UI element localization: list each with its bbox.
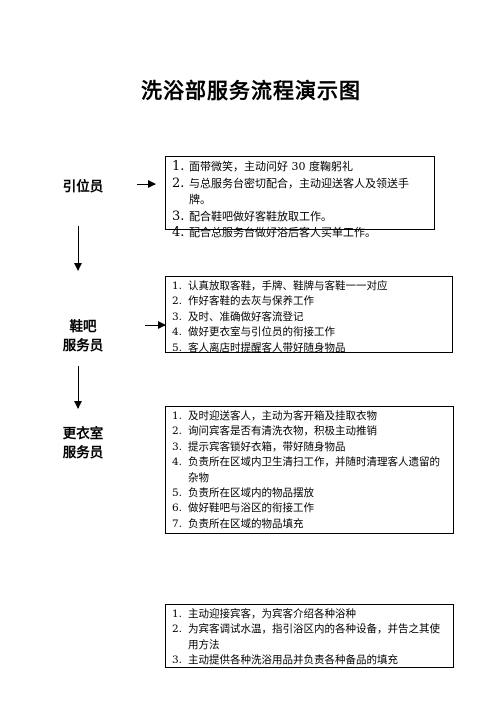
- role-label-line: 服务员: [62, 338, 104, 354]
- duty-item-text: 做好鞋吧与浴区的衔接工作: [188, 502, 314, 515]
- duty-list: 1. 认真放取客鞋，手牌、鞋牌与客鞋一一对应 2. 作好客鞋的去灰与保养工作 3. 及…: [172, 279, 446, 356]
- duty-item-number: 1.: [172, 410, 183, 422]
- duty-item: 5. 负责所在区域内的物品摆放: [172, 486, 447, 501]
- duty-item-number: 5.: [172, 341, 183, 354]
- duty-item: 5. 客人离店时提醒客人带好随身物品: [172, 341, 446, 356]
- duty-item-number: 1.: [172, 159, 185, 174]
- duty-box-lockerroom: 1. 及时迎送客人，主动为客开箱及挂取衣物 2. 询问宾客是否有清洗衣物，积极主动推…: [165, 406, 454, 534]
- duty-item-text: 负责所在区域内的物品摆放: [188, 487, 314, 500]
- duty-item-text: 负责所在区域内卫生清扫工作，并随时清理客人遗留的杂物: [188, 456, 440, 484]
- duty-item: 1. 认真放取客鞋，手牌、鞋牌与客鞋一一对应: [172, 279, 446, 294]
- duty-item: 3. 提示宾客锁好衣箱，带好随身物品: [172, 440, 447, 455]
- duty-list: 1. 及时迎送客人，主动为客开箱及挂取衣物 2. 询问宾客是否有清洗衣物，积极主动推…: [172, 409, 447, 532]
- duty-item-text: 做好更衣室与引位员的衔接工作: [188, 326, 335, 339]
- duty-item: 3. 及时、准确做好客流登记: [172, 310, 446, 325]
- duty-item-text: 配合鞋吧做好客鞋放取工作。: [189, 209, 332, 223]
- duty-item: 2. 为宾客调试水温，指引浴区内的各种设备，并告之其使用方法: [172, 622, 447, 653]
- duty-item-text: 询问宾客是否有清洗衣物，积极主动推销: [188, 425, 377, 438]
- arrow-usher-to-box: [137, 180, 156, 188]
- duty-item-text: 主动迎接宾客，为宾客介绍各种浴种: [188, 608, 356, 620]
- duty-item-number: 4.: [172, 456, 183, 469]
- role-label-shoebar: 鞋吧 服务员: [48, 318, 118, 356]
- duty-item: 1. 及时迎送客人，主动为客开箱及挂取衣物: [172, 409, 447, 424]
- duty-item-text: 客人离店时提醒客人带好随身物品: [188, 341, 346, 354]
- duty-item: 1. 主动迎接宾客，为宾客介绍各种浴种: [172, 607, 447, 622]
- duty-item-text: 及时迎送客人，主动为客开箱及挂取衣物: [188, 410, 377, 422]
- arrow-usher-to-shoebar: [74, 226, 82, 271]
- duty-item-text: 配合总服务台做好浴后客人买单工作。: [189, 226, 376, 239]
- duty-item-text: 面带微笑，主动问好 30 度鞠躬礼: [189, 160, 353, 173]
- duty-item: 3. 主动提供各种洗浴用品并负责各种备品的填充: [172, 653, 447, 668]
- role-label-line: 鞋吧: [69, 319, 97, 335]
- duty-item-number: 2.: [172, 623, 183, 636]
- duty-item-text: 与总服务台密切配合，主动迎送客人及领送手牌。: [189, 176, 409, 207]
- duty-list: 1. 面带微笑，主动问好 30 度鞠躬礼 2.与总服务台密切配合，主动迎送客人及领…: [172, 159, 428, 242]
- duty-box-usher: 1. 面带微笑，主动问好 30 度鞠躬礼 2.与总服务台密切配合，主动迎送客人及领…: [165, 156, 435, 240]
- duty-item-number: 7.: [172, 517, 183, 530]
- duty-item-text: 主动提供各种洗浴用品并负责各种备品的填充: [188, 654, 398, 667]
- arrow-shoebar-to-box: [145, 321, 166, 329]
- duty-item: 7. 负责所在区域的物品填充: [172, 517, 447, 532]
- duty-item-number: 2.: [172, 175, 185, 191]
- duty-item-number: 2.: [172, 295, 183, 308]
- arrow-shoebar-to-lockerroom: [74, 366, 82, 409]
- duty-item-text: 作好客鞋的去灰与保养工作: [188, 295, 314, 308]
- duty-item-number: 4.: [172, 326, 183, 339]
- duty-item-number: 3.: [172, 654, 183, 667]
- role-label-line: 引位员: [62, 179, 104, 195]
- duty-item-number: 4.: [172, 225, 185, 240]
- duty-item-text: 提示宾客锁好衣箱，带好随身物品: [188, 440, 346, 453]
- duty-item-text: 为宾客调试水温，指引浴区内的各种设备，并告之其使用方法: [188, 623, 440, 651]
- duty-item-number: 3.: [172, 440, 183, 453]
- duty-box-shoebar: 1. 认真放取客鞋，手牌、鞋牌与客鞋一一对应 2. 作好客鞋的去灰与保养工作 3. 及…: [165, 276, 453, 356]
- role-label-line: 更衣室: [62, 426, 104, 442]
- duty-item: 2. 作好客鞋的去灰与保养工作: [172, 294, 446, 309]
- duty-item-text: 认真放取客鞋，手牌、鞋牌与客鞋一一对应: [188, 280, 388, 292]
- duty-item-number: 6.: [172, 502, 183, 515]
- duty-list: 1. 主动迎接宾客，为宾客介绍各种浴种 2. 为宾客调试水温，指引浴区内的各种设备，…: [172, 607, 447, 669]
- duty-item-text: 负责所在区域的物品填充: [188, 517, 304, 530]
- role-label-usher: 引位员: [48, 178, 118, 197]
- duty-item: 4. 配合总服务台做好浴后客人买单工作。: [172, 225, 428, 242]
- duty-item: 6. 做好鞋吧与浴区的衔接工作: [172, 501, 447, 516]
- duty-item-number: 2.: [172, 425, 183, 438]
- duty-box-bath-area: 1. 主动迎接宾客，为宾客介绍各种浴种 2. 为宾客调试水温，指引浴区内的各种设备，…: [165, 604, 454, 668]
- duty-item: 2.与总服务台密切配合，主动迎送客人及领送手牌。: [172, 176, 428, 209]
- duty-item: 4. 做好更衣室与引位员的衔接工作: [172, 325, 446, 340]
- duty-item-number: 5.: [172, 487, 183, 500]
- role-label-line: 服务员: [62, 445, 104, 461]
- duty-item: 3. 配合鞋吧做好客鞋放取工作。: [172, 209, 428, 226]
- duty-item-number: 3.: [172, 208, 185, 224]
- role-label-lockerroom: 更衣室 服务员: [48, 425, 118, 463]
- duty-item-number: 1.: [172, 280, 183, 292]
- duty-item-text: 及时、准确做好客流登记: [188, 310, 304, 323]
- duty-item-number: 1.: [172, 608, 183, 620]
- duty-item: 4. 负责所在区域内卫生清扫工作，并随时清理客人遗留的杂物: [172, 455, 447, 486]
- page-title: 洗浴部服务流程演示图: [141, 79, 361, 103]
- duty-item: 2. 询问宾客是否有清洗衣物，积极主动推销: [172, 424, 447, 439]
- duty-item: 1. 面带微笑，主动问好 30 度鞠躬礼: [172, 159, 428, 176]
- duty-item-number: 3.: [172, 310, 183, 323]
